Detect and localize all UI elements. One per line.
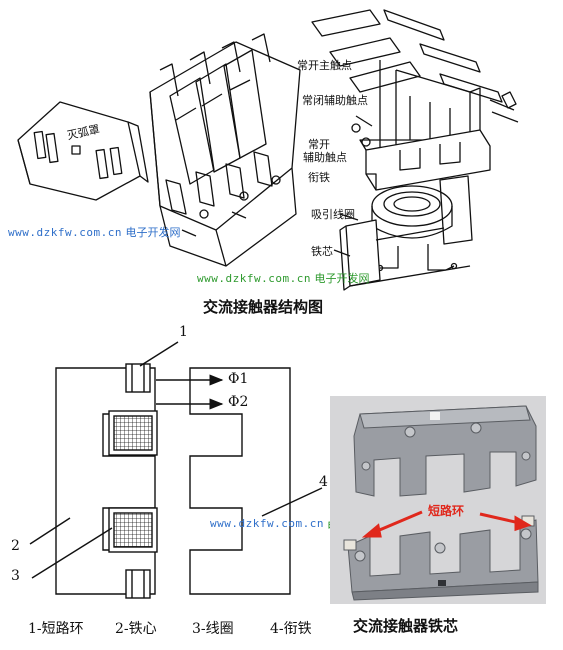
legend-item-3: 3-线圈 [192,621,234,637]
flux-1-label: Φ1 [228,371,249,387]
no-main-contact-label: 常开主触点 [297,59,352,72]
contactor-body-drawing [149,33,301,267]
contactor-structure-figure: 灭弧罩 常开主触点 常闭辅助触点 常开 辅助触点 衔铁 吸引线圈 铁芯 www.… [0,0,563,322]
fixed-core-outline [55,367,156,595]
watermark-1: www.dzkfw.com.cn 电子开发网 [8,224,180,240]
no-aux-contact-label-1: 常开 [308,138,330,151]
watermark-url: www.dzkfw.com.cn [197,272,311,285]
armature-outline [189,367,291,595]
core-schematic-figure: 1 2 3 4 Φ1 Φ2 www.dzkfw.com.cn 1-短路环 2-铁… [0,322,330,650]
shading-ring-photo-label: 短路环 [428,504,465,518]
flux-2-label: Φ2 [228,394,249,410]
coil-drawing [371,185,458,272]
contact-bridge-drawing [311,9,519,159]
shading-ring-top [125,363,151,393]
watermark-2: www.dzkfw.com.cn 电子开发网 [197,270,369,286]
core-photo-drawing [330,396,546,604]
watermark-url: www.dzkfw.com.cn [8,226,122,239]
core-photo-caption: 交流接触器铁芯 [353,617,459,635]
contactor-structure-drawing [17,9,519,291]
shading-ring-bottom [125,569,151,599]
callout-4: 4 [319,474,328,490]
core-drawing [339,175,473,291]
legend-item-4: 4-衔铁 [270,621,312,637]
nc-aux-contact-label: 常闭辅助触点 [302,94,368,107]
photo-fixed-core [343,515,539,601]
core-photo: 短路环 [330,396,546,604]
legend-item-2: 2-铁心 [115,621,157,637]
contactor-structure-caption: 交流接触器结构图 [203,298,324,316]
armature-label: 衔铁 [308,171,330,184]
callout-3: 3 [11,568,20,584]
watermark-3: www.dzkfw.com.cn [210,517,324,530]
photo-armature [353,405,537,497]
watermark-name: 电子开发网 [125,226,181,239]
callout-2: 2 [11,538,20,554]
core-schematic-drawing [29,341,323,599]
no-aux-contact-label-2: 辅助触点 [303,151,347,164]
watermark-url: www.dzkfw.com.cn [210,517,324,530]
coil-label: 吸引线圈 [311,208,355,221]
core-label: 铁芯 [311,245,333,258]
armature-drawing [365,129,491,191]
arc-chute-drawing [17,101,149,201]
legend-item-1: 1-短路环 [28,621,84,637]
watermark-name: 电子开发网 [314,272,370,285]
callout-1: 1 [179,324,188,340]
